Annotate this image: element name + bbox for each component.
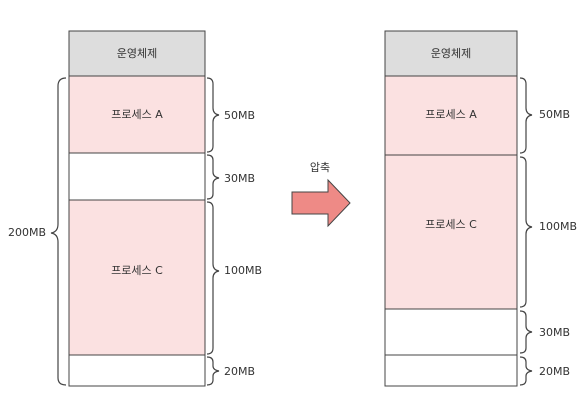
brace-50mb-after [519, 77, 533, 154]
process-c-block-after [384, 154, 518, 310]
brace-total [50, 77, 67, 386]
brace-20mb [206, 356, 220, 386]
process-c-block [68, 199, 206, 356]
memory-before: 운영체제 프로세스 A 프로세스 C 50MB 30MB 100MB 20MB … [8, 30, 262, 387]
brace-100mb [206, 201, 220, 355]
memory-after: 운영체제 프로세스 A 프로세스 C 50MB 100MB 30MB 20MB [384, 30, 577, 387]
brace-20mb-after [519, 356, 533, 386]
free-block-30mb-after [384, 308, 518, 356]
brace-100mb-after [519, 156, 533, 308]
process-c-label-after: 프로세스 C [425, 218, 477, 231]
brace-30mb [206, 154, 220, 200]
compaction-arrow: 압축 [291, 161, 351, 228]
os-block [68, 30, 206, 77]
process-c-label: 프로세스 C [111, 264, 163, 277]
free-block-20mb-after [384, 354, 518, 387]
os-block-after [384, 30, 518, 77]
os-label: 운영체제 [117, 47, 157, 60]
brace-50mb [206, 77, 220, 153]
size-label-30mb-after: 30MB [539, 326, 570, 339]
size-label-100mb: 100MB [224, 264, 262, 277]
process-a-block [68, 75, 206, 154]
size-label-20mb: 20MB [224, 365, 255, 378]
size-label-50mb: 50MB [224, 109, 255, 122]
process-a-label-after: 프로세스 A [425, 108, 477, 121]
arrow-label: 압축 [310, 161, 330, 174]
os-label-after: 운영체제 [431, 47, 471, 60]
size-label-100mb-after: 100MB [539, 220, 577, 233]
size-label-50mb-after: 50MB [539, 108, 570, 121]
size-label-20mb-after: 20MB [539, 365, 570, 378]
free-block-30mb [68, 152, 206, 201]
brace-30mb-after [519, 310, 533, 354]
process-a-label: 프로세스 A [111, 108, 163, 121]
total-size-label: 200MB [8, 226, 46, 239]
free-block-20mb [68, 354, 206, 387]
arrow-icon [291, 178, 351, 228]
size-label-30mb: 30MB [224, 172, 255, 185]
process-a-block-after [384, 75, 518, 156]
